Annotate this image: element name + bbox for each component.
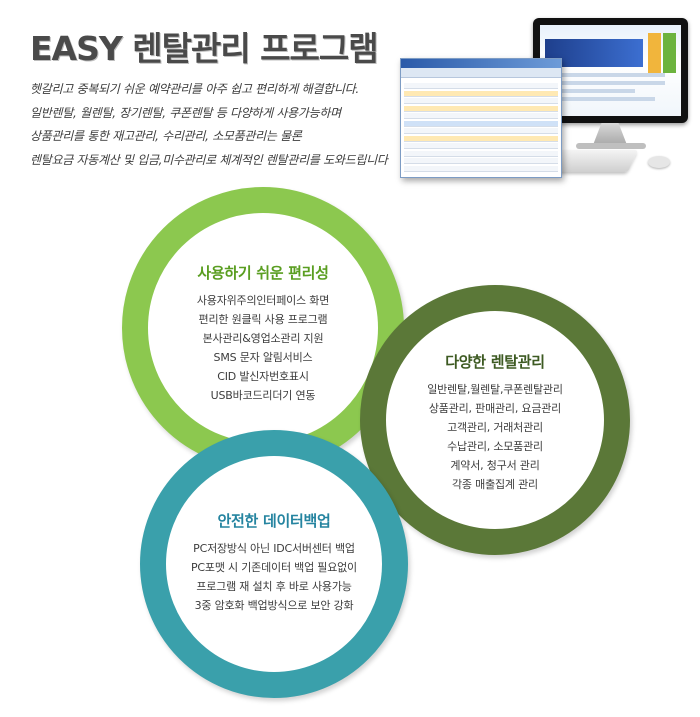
page-title: EASY 렌탈관리 프로그램 xyxy=(30,29,379,68)
feature-item: 계약서, 청구서 관리 xyxy=(450,459,540,472)
intro-line: 헷갈리고 중복되기 쉬운 예약관리를 아주 쉽고 편리하게 해결합니다. xyxy=(30,82,359,96)
intro-line: 렌탈요금 자동계산 및 입금,미수관리로 체계적인 렌탈관리를 도와드립니다 xyxy=(30,152,388,167)
feature-item: 편리한 원클릭 사용 프로그램 xyxy=(198,313,328,326)
mouse-icon xyxy=(648,156,670,168)
feature-item: 프로그램 재 설치 후 바로 사용가능 xyxy=(196,580,352,593)
feature-item: PC포맷 시 기존데이터 백업 필요없이 xyxy=(191,561,357,574)
intro-line: 상품관리를 통한 재고관리, 수리관리, 소모품관리는 물론 xyxy=(30,129,302,143)
feature-item: 각종 매출집계 관리 xyxy=(452,478,538,491)
software-window-image xyxy=(400,58,562,178)
feature-item: PC저장방식 아닌 IDC서버센터 백업 xyxy=(193,542,355,555)
feature-title: 사용하기 쉬운 편리성 xyxy=(197,264,329,282)
feature-item: CID 발신자번호표시 xyxy=(217,370,309,383)
monitor-icon xyxy=(533,18,688,123)
data-backup-feature: 안전한 데이터백업 PC저장방식 아닌 IDC서버센터 백업 PC포맷 시 기존… xyxy=(166,510,382,615)
feature-item: 사용자위주의인터페이스 화면 xyxy=(196,294,330,307)
feature-item: SMS 문자 알림서비스 xyxy=(213,351,313,364)
rental-management-feature: 다양한 렌탈관리 일반렌탈,월렌탈,쿠폰렌탈관리 상품관리, 판매관리, 요금관… xyxy=(386,351,604,494)
feature-item: 고객관리, 거래처관리 xyxy=(447,421,543,434)
intro-line: 일반렌탈, 월렌탈, 장기렌탈, 쿠폰렌탈 등 다양하게 사용가능하며 xyxy=(30,105,341,120)
intro-text: 헷갈리고 중복되기 쉬운 예약관리를 아주 쉽고 편리하게 해결합니다. 일반렌… xyxy=(30,80,430,174)
feature-title: 다양한 렌탈관리 xyxy=(445,353,545,371)
easy-use-feature: 사용하기 쉬운 편리성 사용자위주의인터페이스 화면 편리한 원클릭 사용 프로… xyxy=(148,262,378,405)
feature-item: 3중 암호화 백업방식으로 보안 강화 xyxy=(194,599,354,612)
feature-item: 상품관리, 판매관리, 요금관리 xyxy=(428,402,562,415)
feature-item: 본사관리&영업소관리 지원 xyxy=(202,332,324,345)
product-image xyxy=(398,10,698,180)
feature-item: 일반렌탈,월렌탈,쿠폰렌탈관리 xyxy=(427,383,563,396)
feature-item: 수납관리, 소모품관리 xyxy=(447,440,543,453)
feature-item: USB바코드리더기 연동 xyxy=(210,389,316,402)
feature-title: 안전한 데이터백업 xyxy=(217,512,331,530)
